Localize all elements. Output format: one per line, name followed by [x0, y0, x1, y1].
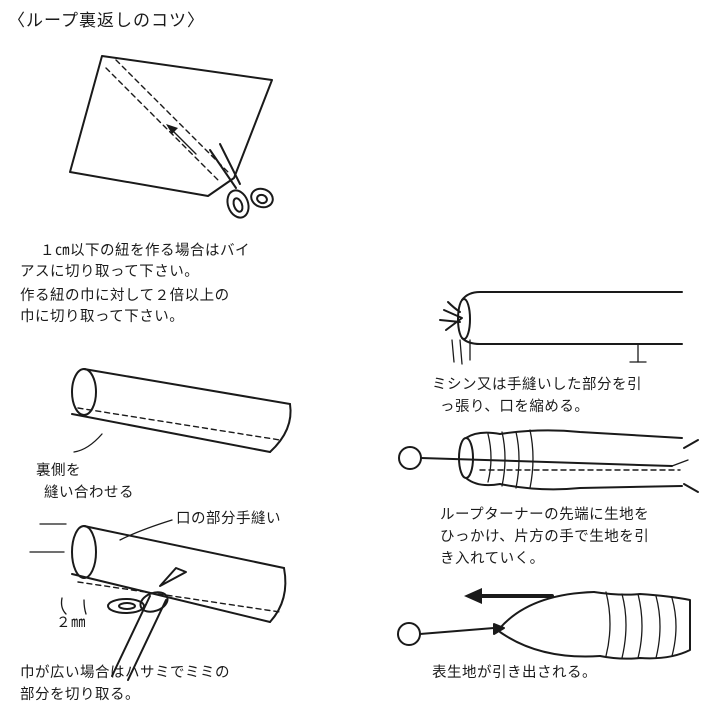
step4-text-line2: っ張り、口を縮める。 [440, 399, 590, 415]
step1-text-line2: アスに切り取って下さい。 [20, 264, 200, 280]
step1-text-line3: 作る紐の巾に対して２倍以上の [20, 288, 230, 304]
step3-text-line1: 巾が広い場合はハサミでミミの [20, 665, 230, 681]
step2-text-line2: 縫い合わせる [44, 485, 134, 501]
step5-text-line3: き入れていく。 [440, 551, 545, 567]
loop-turner-illustration [398, 429, 699, 493]
step4-text-line1: ミシン又は手縫いした部分を引 [432, 377, 642, 393]
step2-text-line1: 裏側を [36, 463, 81, 479]
bias-fabric-illustration [69, 55, 273, 197]
left-arrow-icon [464, 588, 554, 604]
step3-text-line2: 部分を切り取る。 [20, 687, 140, 703]
trim-seam-illustration [29, 519, 287, 681]
page-title: 〈ループ裏返しのコツ〉 [8, 11, 205, 31]
turned-out-illustration [397, 591, 691, 660]
step5-text-line1: ループターナーの先端に生地を [440, 507, 650, 523]
gathered-end-illustration [439, 291, 683, 365]
step6-text-line1: 表生地が引き出される。 [432, 665, 597, 681]
step3-measure: ２㎜ [56, 615, 86, 631]
step5-text-line2: ひっかけ、片方の手で生地を引 [440, 529, 650, 545]
sewn-tube-illustration [71, 368, 292, 453]
step1-text-line4: 巾に切り取って下さい。 [20, 309, 185, 325]
scissors-icon [209, 143, 274, 219]
step1-text-line1: １㎝以下の紐を作る場合はバイ [40, 243, 250, 259]
step3-callout: 口の部分手縫い [176, 511, 281, 527]
